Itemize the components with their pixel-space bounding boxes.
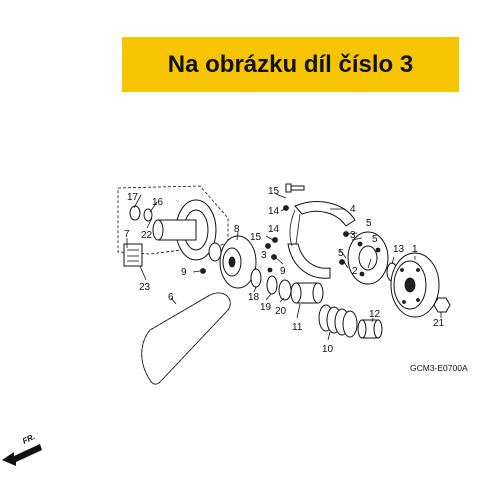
callout-9-mid: 9 bbox=[280, 266, 286, 277]
callout-1: 1 bbox=[412, 244, 418, 255]
callout-numbers: 17 16 22 7 23 8 9 15 14 14 15 3 9 4 3 5 … bbox=[124, 186, 445, 355]
callout-11: 11 bbox=[292, 322, 303, 333]
clutch-shoe bbox=[287, 201, 356, 279]
callout-5-mid: 5 bbox=[372, 234, 378, 245]
clutch-outer bbox=[390, 252, 440, 318]
callout-19: 19 bbox=[260, 302, 272, 313]
callout-5-low: 5 bbox=[338, 248, 344, 259]
washer-18 bbox=[250, 268, 262, 288]
callout-15-top: 15 bbox=[268, 186, 280, 197]
callout-8: 8 bbox=[234, 224, 240, 235]
callout-4: 4 bbox=[350, 204, 356, 215]
washer-19 bbox=[266, 275, 278, 295]
bolt-15-top bbox=[285, 183, 305, 193]
callout-12: 12 bbox=[369, 309, 381, 320]
sleeve bbox=[357, 319, 383, 339]
part-number-banner: Na obrázku díl číslo 3 bbox=[122, 37, 459, 92]
callout-20: 20 bbox=[275, 306, 287, 317]
callout-3-left: 3 bbox=[261, 250, 267, 261]
callout-14-mid: 14 bbox=[268, 224, 280, 235]
callout-18: 18 bbox=[248, 292, 260, 303]
callout-16: 16 bbox=[152, 197, 164, 208]
ring-20 bbox=[278, 279, 292, 301]
front-direction-label: FR. bbox=[21, 432, 36, 446]
callout-21: 21 bbox=[433, 318, 445, 329]
banner-text: Na obrázku díl číslo 3 bbox=[167, 50, 414, 78]
callout-7: 7 bbox=[124, 229, 130, 240]
callout-14-top: 14 bbox=[268, 206, 280, 217]
callout-6: 6 bbox=[168, 292, 174, 303]
callout-10: 10 bbox=[322, 344, 334, 355]
leader-lines bbox=[126, 193, 442, 341]
callout-17: 17 bbox=[127, 192, 139, 203]
pin-5 bbox=[339, 259, 345, 265]
pin-14-b bbox=[272, 237, 278, 243]
diagram-code: GCM3-E0700A bbox=[410, 363, 468, 373]
callout-15-mid: 15 bbox=[250, 232, 262, 243]
callout-5-top: 5 bbox=[366, 218, 372, 229]
pin-9 bbox=[200, 268, 206, 274]
callout-9-left: 9 bbox=[181, 267, 187, 278]
pin-15-b bbox=[265, 243, 271, 249]
callout-23: 23 bbox=[139, 282, 151, 293]
callout-13: 13 bbox=[393, 244, 405, 255]
drive-face bbox=[208, 235, 257, 289]
collar bbox=[290, 282, 324, 304]
nut-21 bbox=[433, 297, 451, 313]
callout-22: 22 bbox=[141, 230, 153, 241]
pin-3-b bbox=[343, 231, 349, 237]
clutch-plate bbox=[347, 231, 389, 285]
front-direction-arrow: FR. bbox=[2, 432, 42, 466]
callout-3-right: 3 bbox=[350, 230, 356, 241]
pin-3 bbox=[271, 254, 277, 260]
drive-belt bbox=[141, 292, 231, 385]
pin-9-b bbox=[267, 267, 273, 273]
label-plate bbox=[123, 243, 143, 267]
callout-2: 2 bbox=[352, 266, 358, 277]
spring-set bbox=[318, 304, 358, 338]
